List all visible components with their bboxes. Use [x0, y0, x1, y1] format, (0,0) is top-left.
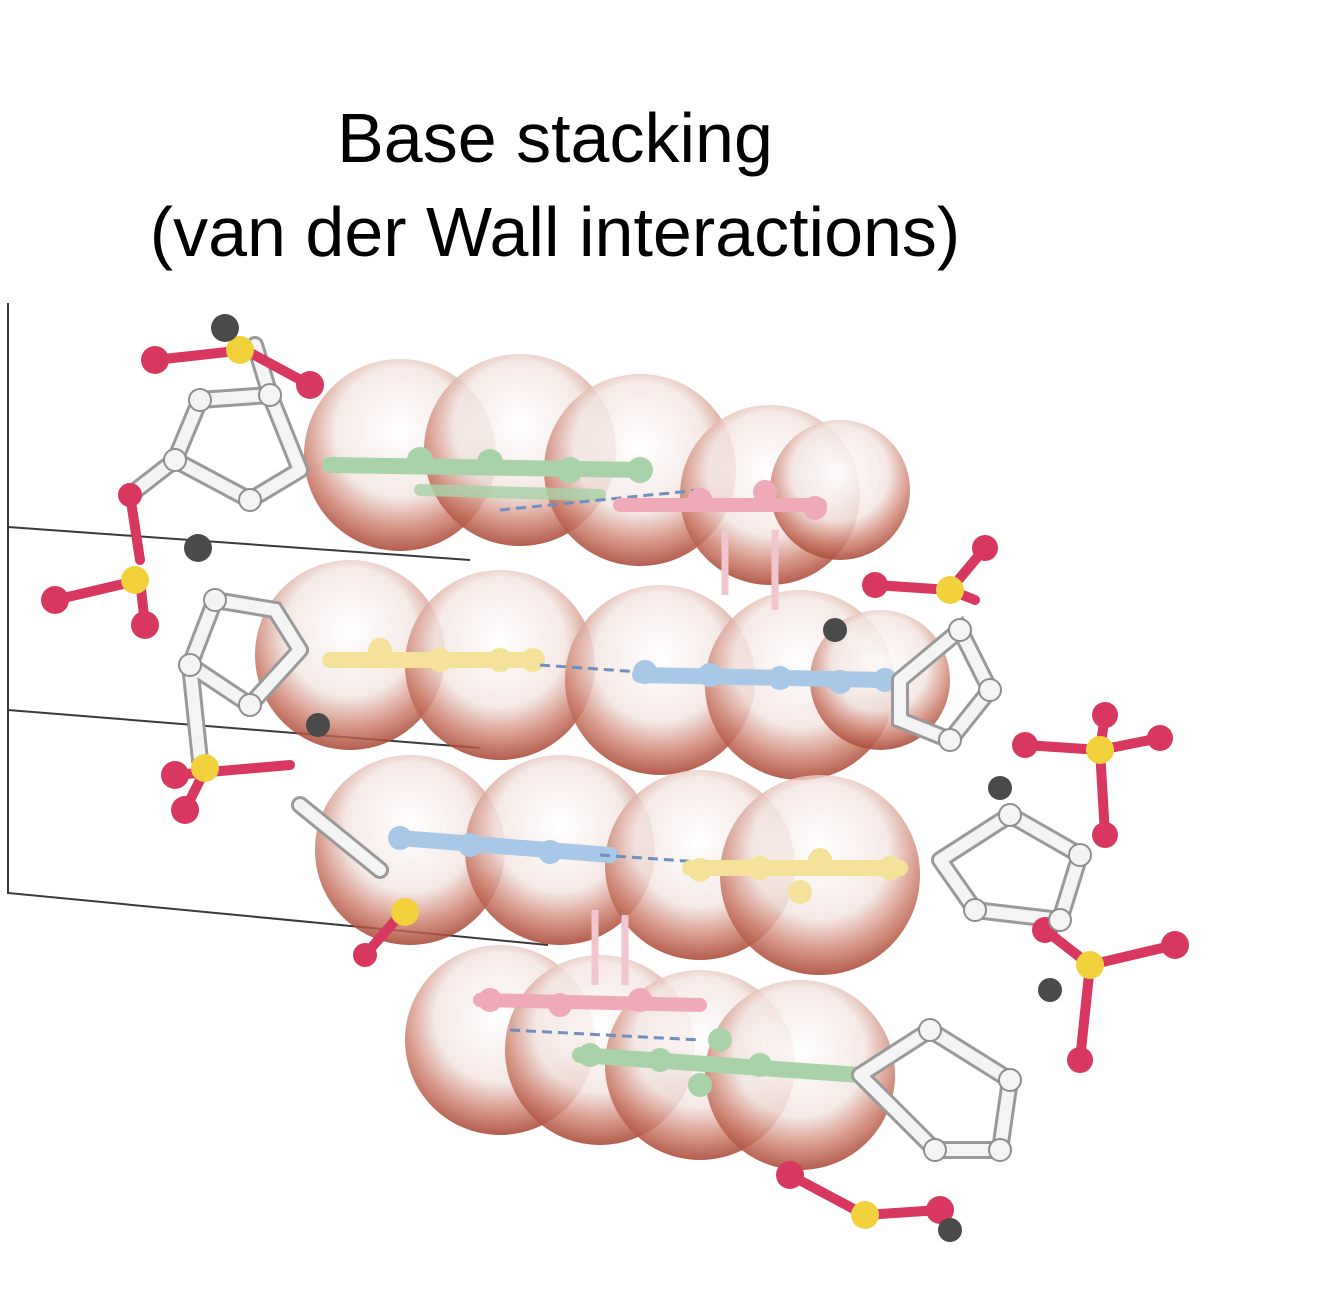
base-stacking-illustration [7, 303, 1189, 1242]
base-pair-1 [322, 447, 827, 610]
base-pair-3 [388, 826, 908, 904]
backbone-right [776, 535, 1189, 1242]
title-line-2: (van der Wall interactions) [149, 193, 961, 271]
backbone-left [41, 314, 419, 967]
base-pair-4 [473, 910, 868, 1097]
vdw-sphere-layer-2 [255, 560, 950, 780]
base-pair-2 [322, 638, 897, 694]
title-line-1: Base stacking [337, 99, 773, 177]
